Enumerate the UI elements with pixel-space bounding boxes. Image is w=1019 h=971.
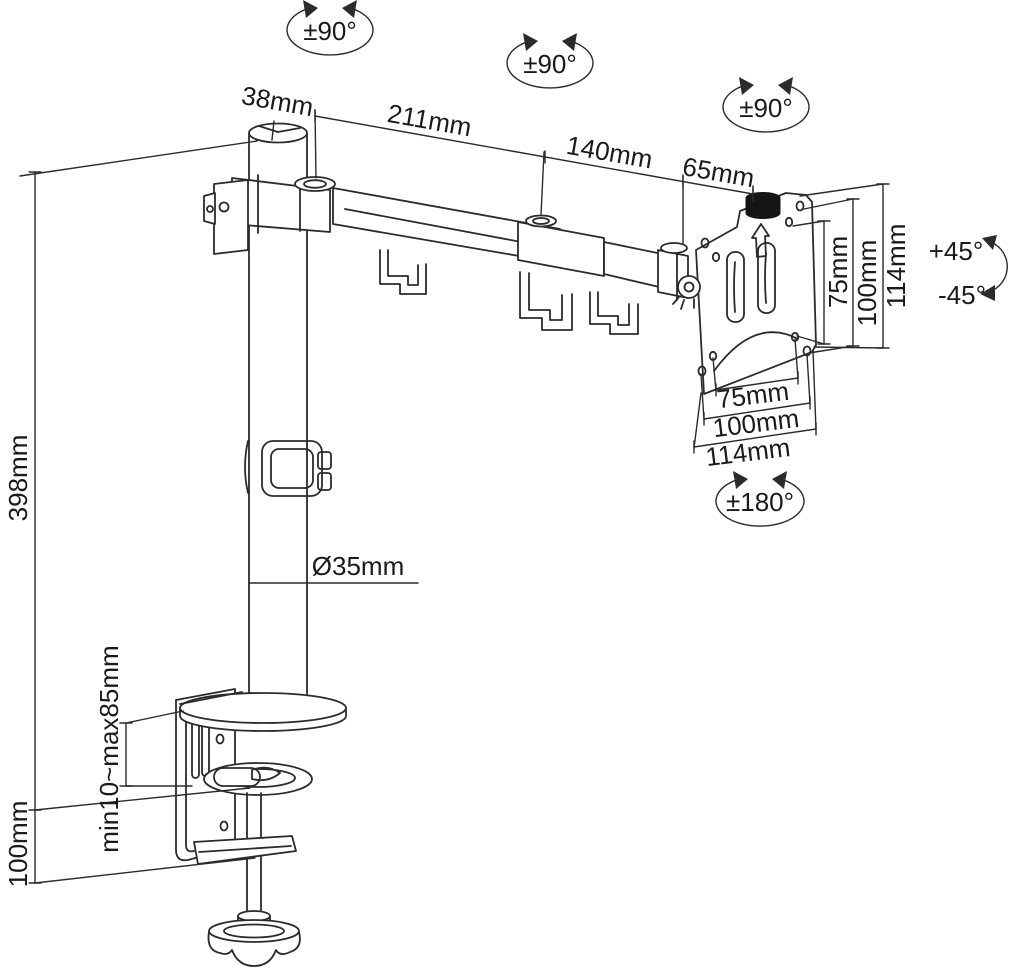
cable-hook-1 bbox=[379, 249, 427, 295]
dim-clamp-range bbox=[119, 710, 193, 787]
dim-label-100mm-left: 100mm bbox=[3, 801, 33, 888]
dim-label-38mm: 38mm bbox=[239, 80, 315, 122]
dim-label-398mm: 398mm bbox=[3, 435, 33, 522]
tilt-up-label: +45° bbox=[929, 236, 984, 266]
dim-top-chain bbox=[271, 109, 754, 244]
badge-elbow-swivel: ±90° bbox=[506, 33, 594, 89]
desk-plate bbox=[179, 691, 347, 732]
clamp-lower-arm bbox=[193, 835, 297, 865]
pole-hinge-boss bbox=[294, 176, 336, 192]
rotation-badges: ±90° ±90° ±90° ±180° +45° -45° bbox=[286, 0, 1008, 527]
vesa-holes bbox=[697, 200, 812, 377]
rotation-label-screen-rotation: ±180° bbox=[726, 487, 794, 517]
rotation-label-elbow-swivel: ±90° bbox=[523, 49, 577, 79]
cable-hook-2 bbox=[519, 271, 573, 331]
desk-clamp bbox=[175, 688, 347, 967]
vesa-plate bbox=[672, 192, 817, 395]
rotation-label-pole-swivel: ±90° bbox=[303, 16, 357, 46]
tilt-down-label: -45° bbox=[938, 280, 986, 310]
up-arrow-icon bbox=[751, 223, 770, 258]
dim-label-pole-diameter: Ø35mm bbox=[312, 551, 404, 581]
pole-clip-tab bbox=[244, 440, 249, 494]
dim-left-vertical bbox=[19, 140, 258, 884]
dim-label-211mm: 211mm bbox=[385, 98, 474, 142]
tension-knob bbox=[745, 192, 781, 219]
badge-tilt: +45° -45° bbox=[929, 235, 1008, 310]
dimension-labels: 38mm 211mm 140mm 65mm 75mm 100mm 114mm 7… bbox=[3, 80, 911, 887]
tilt-hinge bbox=[672, 253, 701, 310]
dim-label-65mm: 65mm bbox=[680, 151, 756, 193]
badge-screen-rotation: ±180° bbox=[715, 471, 805, 527]
dim-label-vesa-v-75mm: 75mm bbox=[823, 236, 853, 308]
head-boss bbox=[660, 242, 688, 254]
top-collar bbox=[203, 174, 336, 255]
clamp-pad bbox=[203, 762, 313, 796]
dim-label-vesa-v-114mm: 114mm bbox=[881, 224, 911, 309]
pole-cable-clip bbox=[261, 440, 332, 497]
dim-vesa-vertical bbox=[792, 183, 890, 354]
rotation-label-head-swivel: ±90° bbox=[739, 93, 793, 123]
dimension-lines bbox=[19, 109, 890, 884]
vesa-slots bbox=[726, 242, 776, 323]
dim-label-clamp-range: min10~max85mm bbox=[94, 645, 124, 852]
cable-hook-3 bbox=[589, 291, 639, 335]
dim-vesa-horizontal bbox=[693, 338, 817, 454]
badge-pole-swivel: ±90° bbox=[286, 0, 374, 56]
clamp-knob bbox=[207, 910, 301, 967]
dim-label-vesa-v-100mm: 100mm bbox=[852, 240, 882, 327]
badge-head-swivel: ±90° bbox=[722, 77, 810, 133]
arm bbox=[332, 187, 689, 335]
